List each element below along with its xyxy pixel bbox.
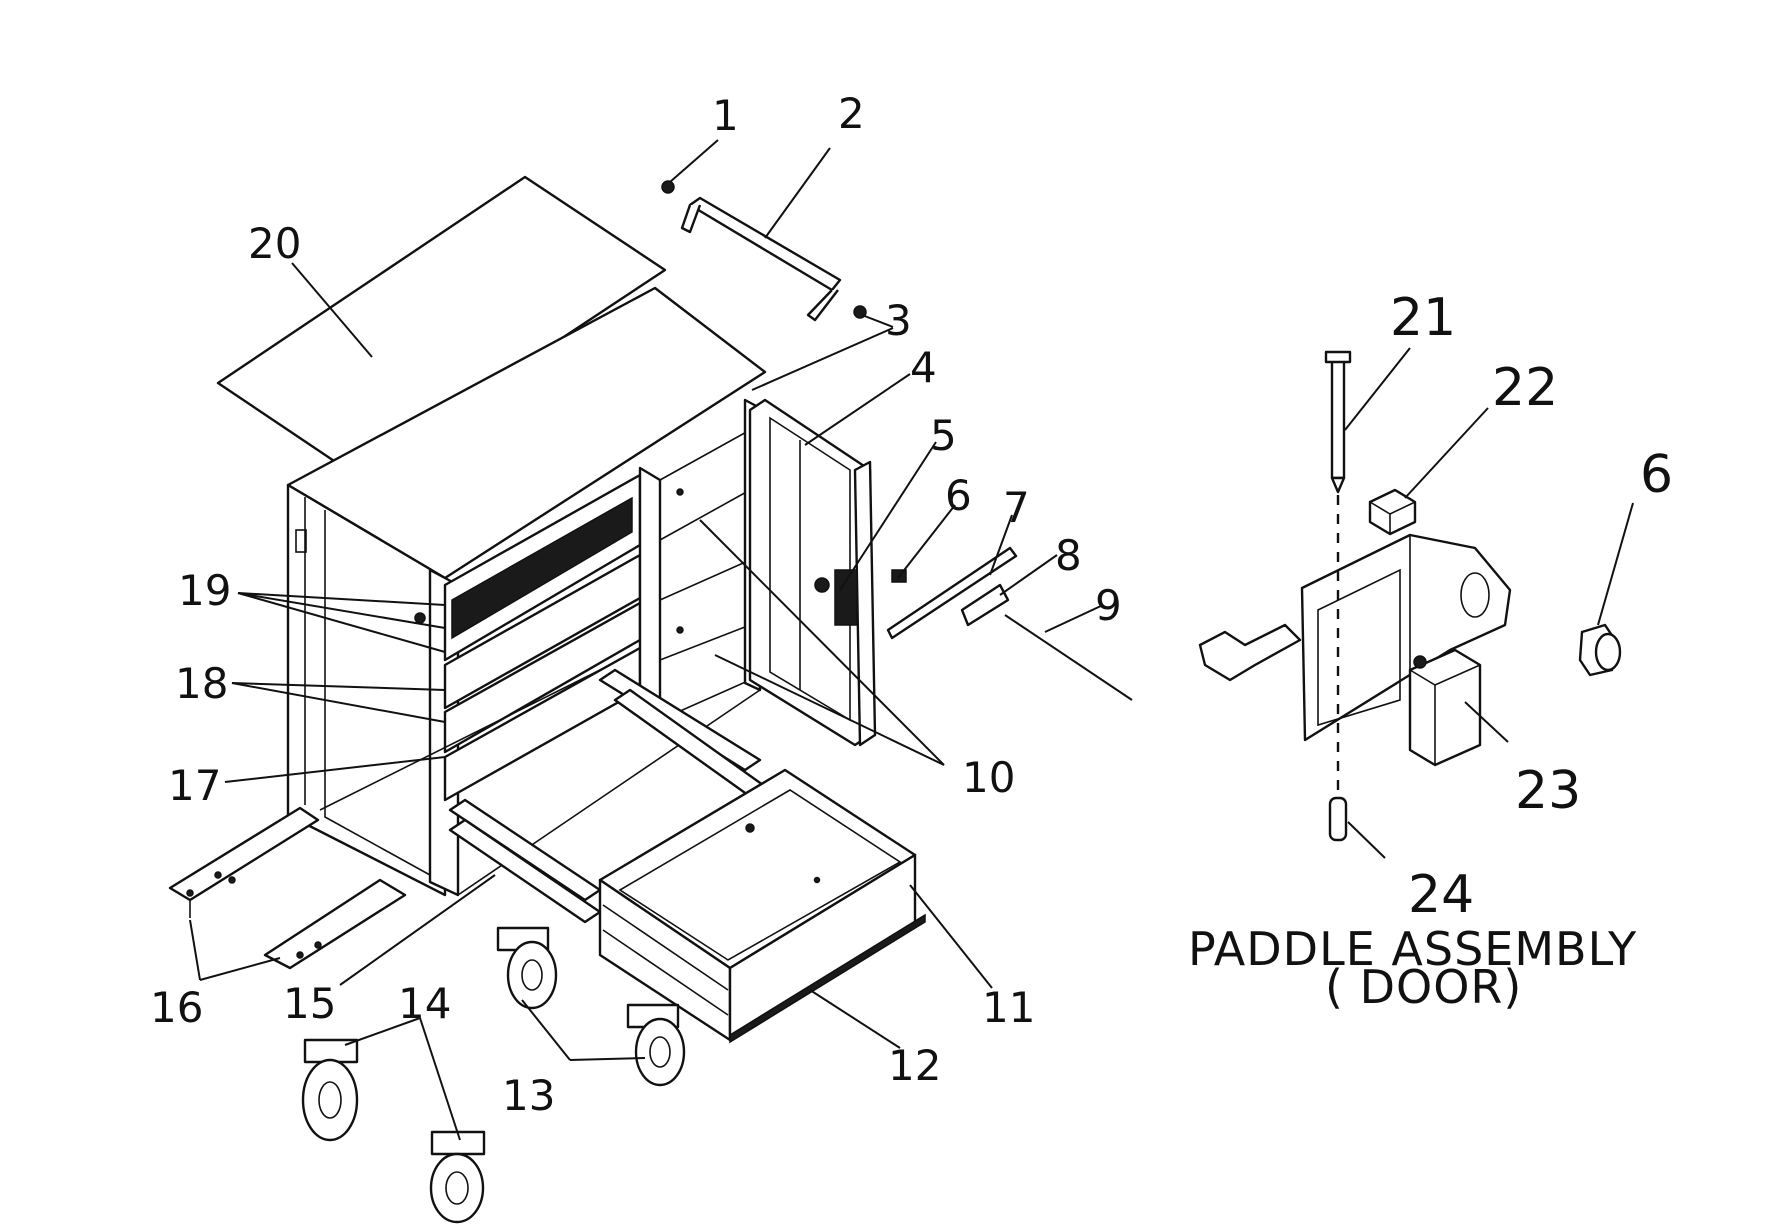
part-13-caster-rear — [626, 1003, 686, 1087]
callout-5: 5 — [930, 411, 957, 460]
callout-13: 13 — [502, 1071, 555, 1120]
part-24-spring — [1328, 796, 1348, 842]
callout-18: 18 — [175, 659, 228, 708]
callout-24: 24 — [1408, 865, 1474, 925]
callout-6: 6 — [945, 471, 972, 520]
part-1-screw — [661, 180, 675, 194]
part-9-pin — [1004, 614, 1133, 701]
callout-19: 19 — [178, 566, 231, 615]
callout-11: 11 — [982, 983, 1035, 1032]
part-4-door — [748, 398, 877, 747]
callout-17: 17 — [168, 761, 221, 810]
part-8-bracket — [960, 583, 1010, 627]
callout-15: 15 — [283, 979, 336, 1028]
callout-labels: 1 2 3 4 5 6 7 8 9 10 11 12 13 14 15 16 1… — [150, 89, 1673, 1120]
callout-1: 1 — [712, 91, 739, 140]
callout-7: 7 — [1003, 483, 1030, 532]
paddle-housing — [1300, 533, 1512, 742]
callout-2: 2 — [838, 89, 865, 138]
part-14-caster-rear — [429, 1130, 486, 1224]
part-12-drawer — [598, 768, 926, 1044]
cabinet-body — [286, 286, 772, 924]
part-7-rod — [886, 546, 1018, 640]
leader-lines — [189, 139, 1634, 1141]
callout-6-knob: 6 — [1640, 445, 1673, 505]
callout-4: 4 — [910, 343, 937, 392]
callout-9: 9 — [1095, 581, 1122, 630]
callout-3: 3 — [885, 296, 912, 345]
part-6-knob — [1578, 623, 1622, 677]
part-15-base-channel — [263, 878, 407, 970]
callout-16: 16 — [150, 983, 203, 1032]
callout-22: 22 — [1492, 358, 1558, 418]
part-21-bolt — [1324, 350, 1352, 494]
callout-10: 10 — [962, 753, 1015, 802]
callout-14: 14 — [398, 979, 451, 1028]
part-22-nut — [1368, 488, 1417, 536]
part-23-paddle — [1408, 648, 1482, 767]
callout-21: 21 — [1390, 288, 1456, 348]
callout-20: 20 — [248, 219, 301, 268]
part-16-base-channel — [168, 806, 320, 918]
caption-line-2: ( DOOR) — [1325, 960, 1522, 1014]
callout-23: 23 — [1515, 761, 1581, 821]
part-14-caster-front — [301, 1038, 359, 1142]
callout-8: 8 — [1055, 531, 1082, 580]
callout-12: 12 — [888, 1041, 941, 1090]
caption-line-1: PADDLE ASSEMBLY — [1188, 922, 1637, 976]
paddle-lever — [1198, 623, 1302, 682]
part-13-caster-front — [496, 926, 558, 1010]
part-2-handle — [680, 196, 842, 322]
